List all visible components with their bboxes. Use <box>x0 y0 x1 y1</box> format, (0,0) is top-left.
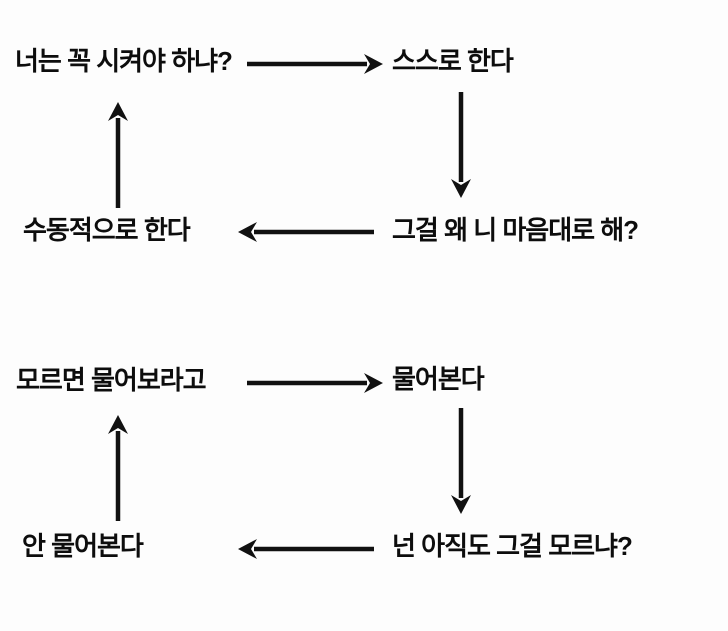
node-you-still-dont-know-that: 넌 아직도 그걸 모르냐? <box>392 531 633 561</box>
node-asks: 물어본다 <box>392 364 485 394</box>
node-do-i-have-to-order-you: 너는 꼭 시켜야 하냐? <box>15 46 233 76</box>
arrow-down-icon <box>451 92 471 198</box>
arrow-left-icon <box>238 539 374 559</box>
arrow-right-icon <box>247 54 383 74</box>
arrow-right-icon <box>247 373 383 393</box>
node-does-not-ask: 안 물어본다 <box>22 531 144 561</box>
node-why-do-you-do-as-you-please: 그걸 왜 니 마음대로 해? <box>392 215 639 245</box>
arrow-up-icon <box>108 102 128 208</box>
arrow-up-icon <box>108 415 128 521</box>
arrow-down-icon <box>451 408 471 514</box>
node-does-it-by-himself: 스스로 한다 <box>392 46 514 76</box>
node-does-it-passively: 수동적으로 한다 <box>23 215 191 245</box>
arrow-left-icon <box>238 222 374 242</box>
node-ask-if-you-dont-know: 모르면 물어보라고 <box>16 365 207 395</box>
